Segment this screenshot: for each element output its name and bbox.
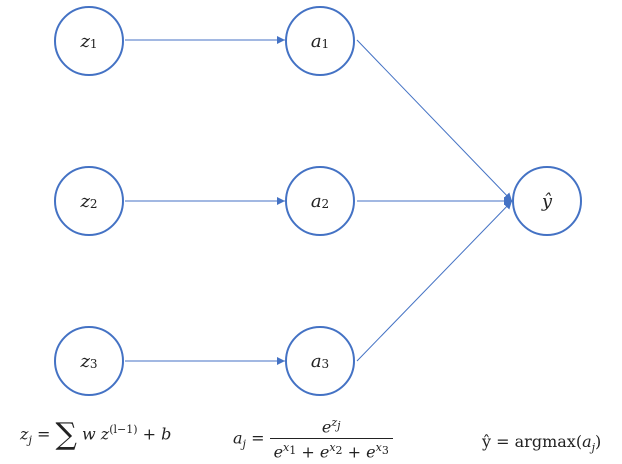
node-z1-var: z: [80, 30, 90, 52]
formula-y-arg: a: [582, 432, 592, 451]
den-term-3-sup-sub: 3: [381, 444, 389, 458]
den-term-1-base: e: [273, 442, 284, 462]
den-term-2-sup-var: x: [329, 441, 336, 455]
sigma-symbol: ∑: [55, 417, 77, 452]
formula-a-lhs: a: [233, 428, 243, 448]
fraction-denominator: ex1 + ex2 + ex3: [269, 438, 393, 462]
den-term-2-base: e: [319, 442, 330, 462]
formula-y-lhs: ŷ: [482, 432, 492, 451]
formula-z-plus: +: [142, 424, 157, 444]
node-y-hat-var: ŷ: [541, 190, 553, 212]
node-z1-sub: 1: [89, 37, 98, 51]
formula-y-arg-sub: j: [591, 441, 596, 455]
node-z2-var: z: [80, 190, 90, 212]
den-term-3-sup-var: x: [375, 441, 382, 455]
formula-a-eq: =: [251, 428, 265, 448]
node-z2-sub: 2: [89, 197, 98, 211]
softmax-fraction: ezj ex1 + ex2 + ex3: [269, 416, 393, 462]
den-plus-1: +: [301, 442, 315, 462]
formula-z-b: b: [161, 424, 172, 444]
node-a3-var: a: [310, 350, 322, 372]
formula-z-lhs: z: [20, 424, 29, 444]
node-y-hat: ŷ: [512, 166, 582, 236]
formula-y-func: argmax: [514, 432, 576, 451]
formula-z-sup: (l−1): [109, 423, 138, 437]
den-term-1-sup-sub: 1: [289, 444, 297, 458]
node-a1-sub: 1: [321, 37, 330, 51]
formula-a-lhs-sub: j: [242, 437, 246, 451]
fraction-numerator: ezj: [270, 416, 393, 438]
den-term-3-base: e: [366, 442, 376, 462]
node-a1-var: a: [310, 30, 322, 52]
den-plus-2: +: [347, 442, 362, 462]
formula-z: zj = ∑ w z(l−1) + b: [20, 420, 171, 450]
formula-y-eq: =: [496, 432, 510, 451]
num-base: e: [321, 417, 332, 437]
formula-y-close: ): [595, 432, 602, 451]
node-z3-var: z: [80, 350, 90, 372]
num-sup-var: z: [331, 416, 338, 429]
node-a2-sub: 2: [321, 197, 330, 211]
num-sup-sub: j: [337, 419, 341, 433]
formula-y-open: (: [575, 432, 583, 451]
node-a2-var: a: [310, 190, 322, 212]
node-a3-sub: 3: [321, 357, 330, 371]
formula-z-lhs-sub: j: [28, 433, 32, 447]
formula-a: aj = ezj ex1 + ex2 + ex3: [233, 416, 393, 462]
edge-a3-y: [356, 200, 513, 362]
formula-z-w: w: [81, 424, 96, 444]
formula-z-z: z: [100, 424, 110, 444]
den-term-2-sup-sub: 2: [335, 444, 343, 458]
formula-z-eq: =: [36, 424, 51, 444]
edge-a1-y: [356, 39, 513, 202]
node-z3-sub: 3: [89, 357, 98, 371]
formula-y: ŷ = argmax(aj): [482, 432, 601, 454]
den-term-1-sup-var: x: [283, 441, 290, 455]
